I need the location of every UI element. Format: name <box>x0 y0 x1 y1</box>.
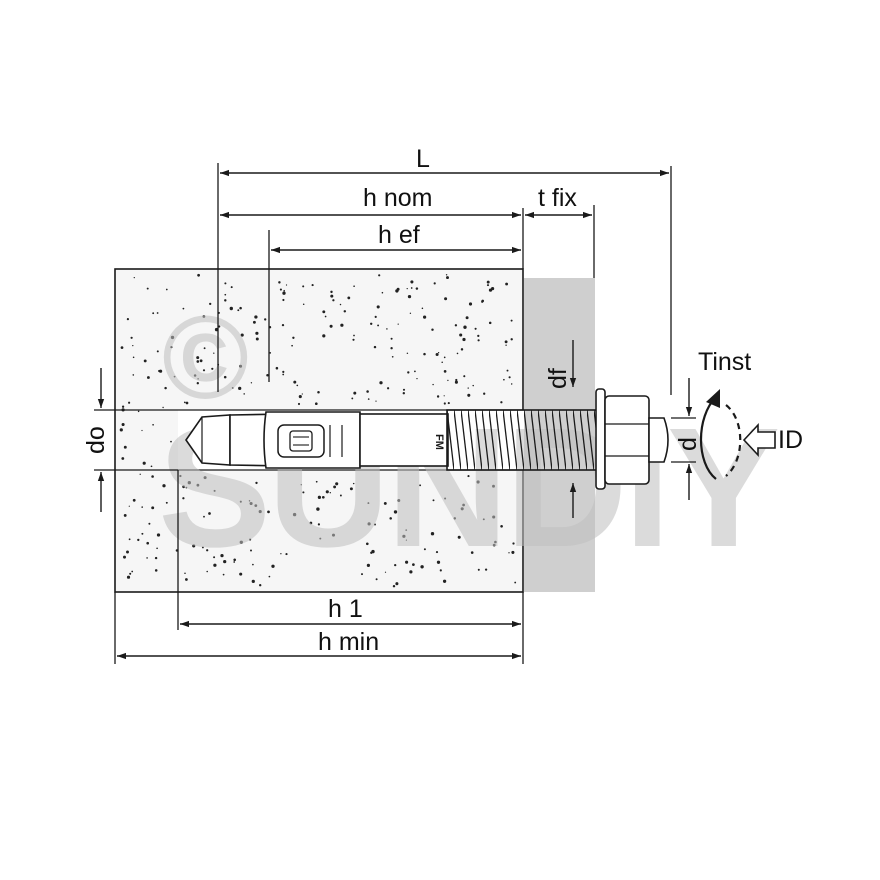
label-L: L <box>416 145 430 173</box>
watermark-copyright: © <box>162 292 249 424</box>
label-id: ID <box>778 426 803 454</box>
label-h-min: h min <box>318 628 379 656</box>
expansion-clip <box>263 411 361 469</box>
label-d: d <box>674 437 702 451</box>
concrete-speckle <box>119 273 517 588</box>
extension-lines <box>94 163 696 664</box>
hex-nut <box>604 395 650 485</box>
label-tinst: Tinst <box>698 348 751 376</box>
shank-marking: FM <box>433 434 445 450</box>
labels: L h nom t fix h ef h 1 h min Tinst ID do… <box>82 145 803 656</box>
id-arrow-icon <box>742 422 776 458</box>
threaded-shank <box>446 409 598 471</box>
torque-arrow <box>699 389 742 480</box>
anchor-bolt: FM <box>185 388 669 490</box>
label-h-nom: h nom <box>363 184 432 212</box>
label-h-ef: h ef <box>378 221 420 249</box>
label-df: df <box>544 368 572 389</box>
washer <box>595 388 606 490</box>
label-h1: h 1 <box>328 595 363 623</box>
label-t-fix: t fix <box>538 184 577 212</box>
label-do: do <box>82 426 110 454</box>
dimension-lines <box>97 169 693 660</box>
